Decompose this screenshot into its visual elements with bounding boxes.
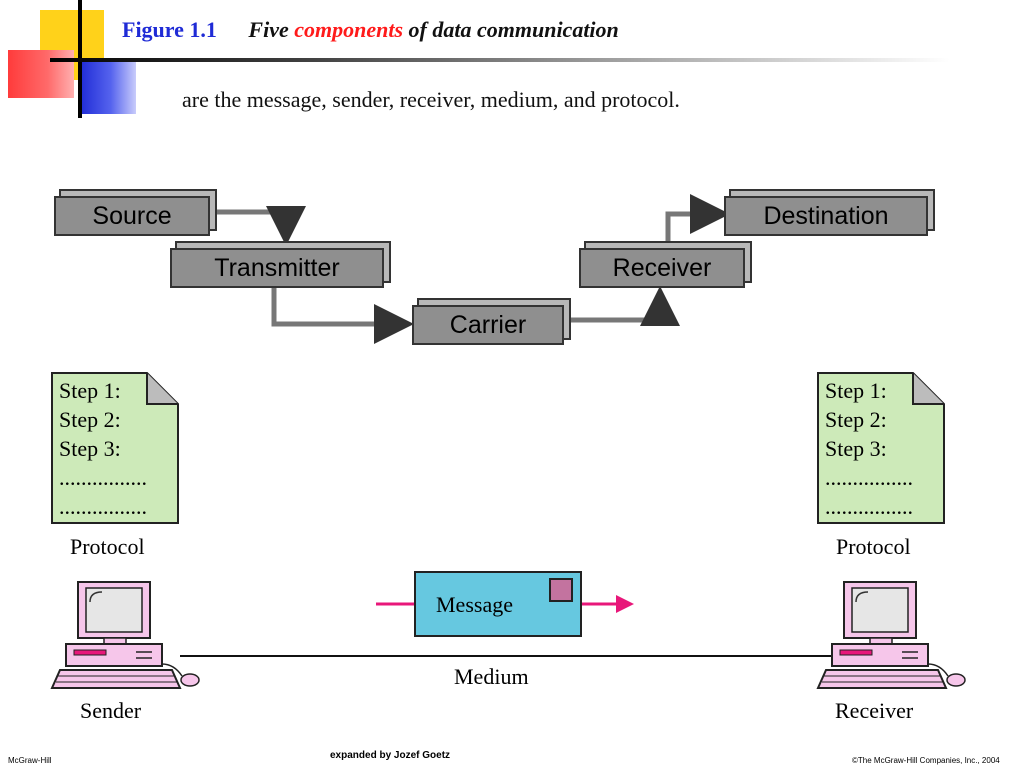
protocol-label-left: Protocol (70, 534, 145, 559)
slide-subtitle: are the message, sender, receiver, mediu… (182, 87, 680, 112)
receiver-label: Receiver (835, 698, 914, 723)
protocol-document-left-icon (51, 372, 179, 524)
flow-box-transmitter: Transmitter (170, 248, 384, 288)
protocol-left-dots-2: ................ (59, 494, 147, 519)
slide-title: Figure 1.1 Five components of data commu… (122, 17, 619, 43)
flow-box-source-label: Source (92, 201, 172, 230)
protocol-steps-left: Step 1: Step 2: Step 3: ................… (59, 376, 147, 521)
flow-box-destination: Destination (724, 196, 928, 236)
title-highlight: components (294, 17, 404, 42)
protocol-left-step-1: Step 1: (59, 378, 121, 403)
flow-box-carrier-label: Carrier (449, 310, 527, 339)
protocol-left-step-2: Step 2: (59, 407, 121, 432)
footer-right: ©The McGraw-Hill Companies, Inc., 2004 (852, 756, 1000, 765)
sender-label: Sender (80, 698, 142, 723)
figure-label: Figure 1.1 (122, 17, 217, 42)
connector-receiver-destination (665, 194, 730, 244)
protocol-right-dots-2: ................ (825, 494, 913, 519)
medium-label: Medium (454, 664, 529, 689)
receiver-computer-icon (816, 581, 966, 689)
protocol-document-right-icon (817, 372, 945, 524)
protocol-right-step-3: Step 3: (825, 436, 887, 461)
protocol-right-step-1: Step 1: (825, 378, 887, 403)
protocol-steps-right: Step 1: Step 2: Step 3: ................… (825, 376, 913, 521)
protocol-left-step-3: Step 3: (59, 436, 121, 461)
title-part1: Five (248, 17, 289, 42)
protocol-right-step-2: Step 2: (825, 407, 887, 432)
protocol-left-dots-1: ................ (59, 465, 147, 490)
flow-box-carrier: Carrier (412, 305, 564, 345)
header-decoration-blue (80, 62, 136, 114)
connector-carrier-receiver (568, 286, 680, 326)
footer-left: McGraw-Hill (8, 756, 52, 765)
sender-computer-icon (50, 581, 200, 689)
protocol-label-right: Protocol (836, 534, 911, 559)
connector-source-transmitter (210, 206, 306, 246)
message-label: Message (436, 592, 513, 617)
flow-box-source: Source (54, 196, 210, 236)
flow-box-transmitter-label: Transmitter (214, 253, 340, 282)
connector-transmitter-carrier (271, 288, 414, 344)
stamp-icon (549, 578, 573, 602)
flow-box-destination-label: Destination (763, 201, 889, 230)
footer-center: expanded by Jozef Goetz (330, 750, 451, 761)
flow-box-receiver: Receiver (579, 248, 745, 288)
header-decoration-horizontal-line (50, 58, 950, 62)
flow-box-receiver-label: Receiver (612, 253, 712, 282)
title-part2: of data communication (408, 17, 619, 42)
protocol-right-dots-1: ................ (825, 465, 913, 490)
